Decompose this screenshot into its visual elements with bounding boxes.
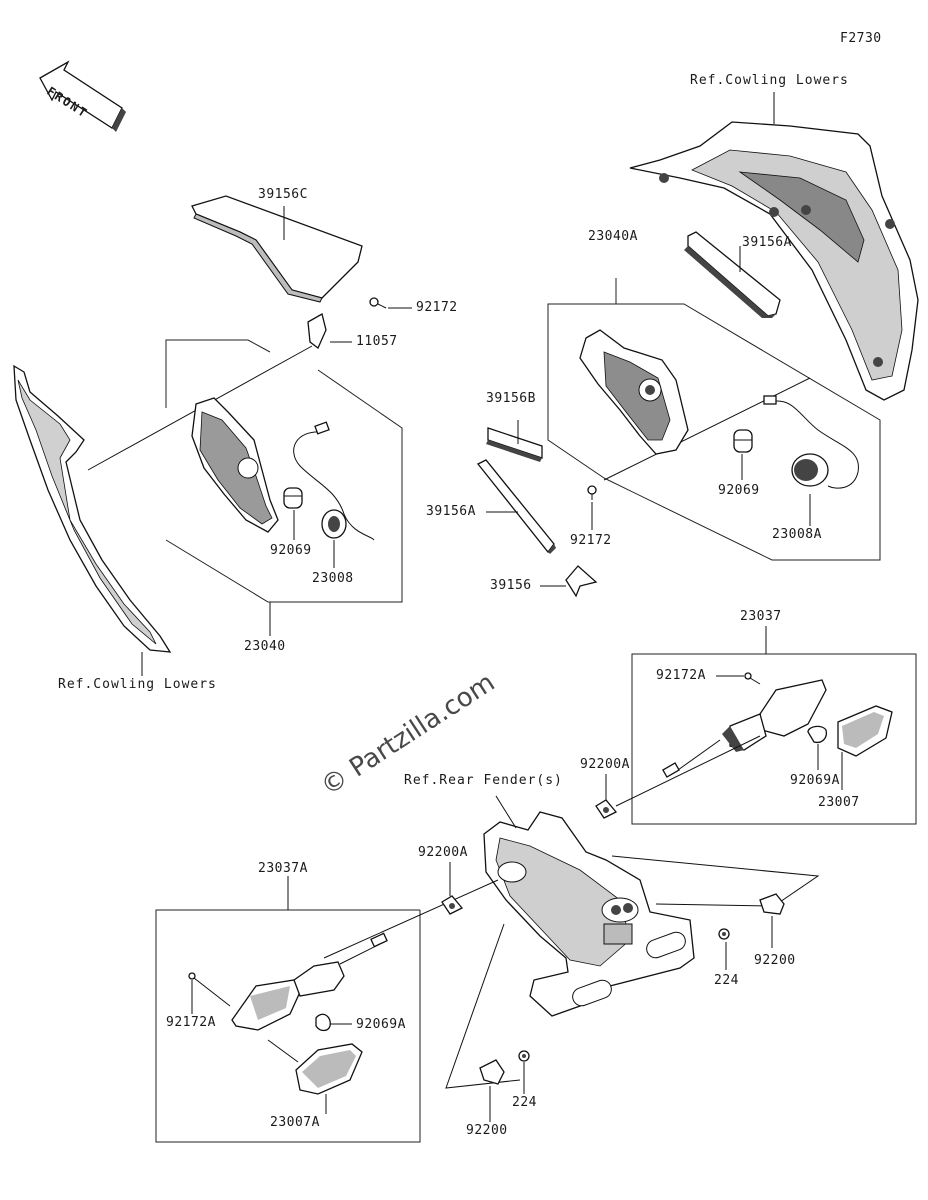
label-92200-bottom[interactable]: 92200 (466, 1123, 508, 1138)
label-39156[interactable]: 39156 (490, 578, 532, 593)
wire-23008A (769, 400, 859, 489)
ref-rear-fender[interactable]: Ref.Rear Fender(s) (404, 773, 563, 788)
lens-23007 (837, 705, 893, 757)
label-23008[interactable]: 23008 (312, 571, 354, 586)
connector-23008A (763, 395, 777, 405)
leader-92200-right-upper (611, 855, 820, 907)
label-92069A-right[interactable]: 92069A (790, 773, 840, 788)
leader-fender-to-signal (323, 879, 499, 959)
label-23037[interactable]: 23037 (740, 609, 782, 624)
label-23040A[interactable]: 23040A (588, 229, 638, 244)
bulb-92069-right (733, 429, 753, 453)
label-92200A-right[interactable]: 92200A (580, 757, 630, 772)
label-11057[interactable]: 11057 (356, 334, 398, 349)
label-92200-right[interactable]: 92200 (754, 953, 796, 968)
front-arrow-icon (39, 60, 126, 132)
clip-92200-bottom (479, 1059, 505, 1085)
ref-cowling-lowers-left[interactable]: Ref.Cowling Lowers (58, 677, 217, 692)
turn-signal-23037 (662, 679, 827, 778)
label-23007A[interactable]: 23007A (270, 1115, 320, 1130)
label-92200A-left[interactable]: 92200A (418, 845, 468, 860)
frame-23040-top (165, 339, 271, 408)
bracket-11057 (307, 313, 327, 350)
frame-23037 (631, 653, 917, 825)
leader-92200-right-lower (655, 903, 775, 907)
label-39156B[interactable]: 39156B (486, 391, 536, 406)
wire-23008 (293, 431, 375, 541)
strip-39156A-long (476, 459, 556, 554)
label-92069-right[interactable]: 92069 (718, 483, 760, 498)
label-39156A-top[interactable]: 39156A (742, 235, 792, 250)
position-lamp-23040A (579, 329, 689, 455)
nut-224-right-icon (718, 928, 730, 940)
leader-23040A-to-cowling (603, 377, 811, 481)
label-92069A-left[interactable]: 92069A (356, 1017, 406, 1032)
screw-92172A-right-icon (744, 672, 761, 685)
leader-signal-to-lens (267, 1039, 299, 1063)
label-92172A-right[interactable]: 92172A (656, 668, 706, 683)
socket-23008A (791, 453, 829, 487)
block-39156B (486, 427, 543, 462)
label-224-bottom[interactable]: 224 (512, 1095, 537, 1110)
strip-39156A-top (684, 231, 781, 318)
position-lamp-23040 (191, 397, 279, 533)
label-92172A-left[interactable]: 92172A (166, 1015, 216, 1030)
bulb-92069-left (283, 487, 303, 509)
pad-39156C (191, 195, 363, 303)
nut-224-bottom-icon (518, 1050, 530, 1062)
leader-grommet-to-signal (615, 735, 761, 807)
label-92172-top[interactable]: 92172 (416, 300, 458, 315)
label-23040[interactable]: 23040 (244, 639, 286, 654)
label-39156C[interactable]: 39156C (258, 187, 308, 202)
ref-cowling-lowers-right[interactable]: Ref.Cowling Lowers (690, 73, 849, 88)
frame-23040A-left (547, 303, 616, 479)
bolt-92172-mid-icon (587, 485, 597, 500)
bulb-92069A-left (315, 1013, 331, 1032)
label-23037A[interactable]: 23037A (258, 861, 308, 876)
connector-23008 (314, 421, 330, 435)
label-39156A-strip[interactable]: 39156A (426, 504, 476, 519)
label-92172-mid[interactable]: 92172 (570, 533, 612, 548)
clip-92200-right (759, 893, 785, 915)
socket-23008 (321, 509, 347, 539)
rear-fender-bracket (483, 811, 695, 1017)
frame-23037A (155, 909, 421, 1143)
right-cowling-lower (629, 121, 919, 401)
figure-code: F2730 (840, 31, 882, 46)
pad-39156 (565, 565, 598, 598)
lens-23007A (295, 1043, 363, 1095)
label-23008A[interactable]: 23008A (772, 527, 822, 542)
grommet-92200A-left (441, 895, 464, 915)
label-23007[interactable]: 23007 (818, 795, 860, 810)
bulb-92069A-right (807, 725, 828, 744)
grommet-92200A-right (595, 799, 618, 819)
turn-signal-23037A (231, 932, 388, 1031)
frame-23040-right (165, 369, 403, 603)
label-224-right[interactable]: 224 (714, 973, 739, 988)
leader-rear-fender (495, 795, 517, 829)
bolt-92172-icon (369, 297, 387, 309)
screw-92172A-left-icon (188, 972, 231, 1007)
left-cowling-lower (13, 364, 172, 653)
leader-fender-bottom (445, 923, 521, 1089)
label-92069-left[interactable]: 92069 (270, 543, 312, 558)
